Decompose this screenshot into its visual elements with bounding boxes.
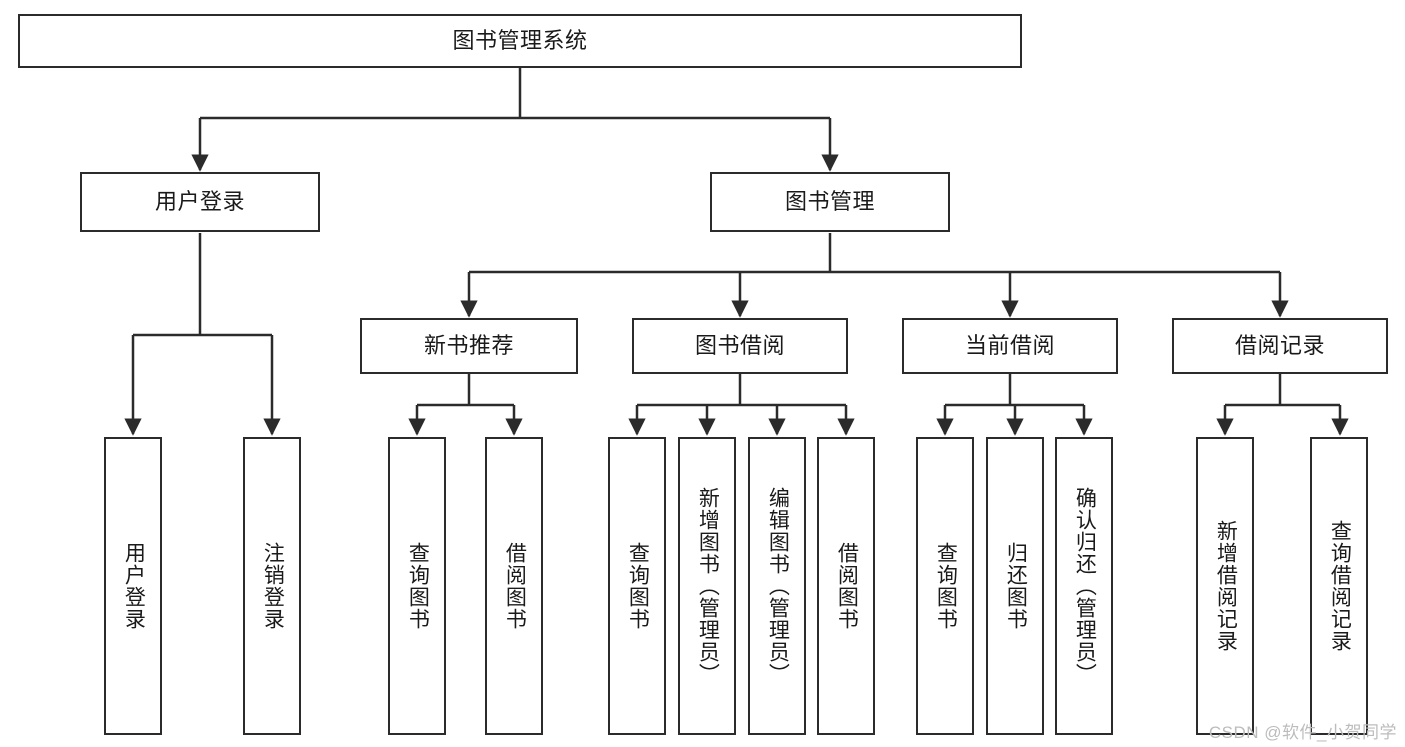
node-new-book-recommend-label: 新书推荐 <box>423 332 514 358</box>
leaf-book-borrow-borrow[interactable]: 借阅图书 <box>817 437 875 735</box>
leaf-label: 查询图书 <box>406 542 430 630</box>
leaf-label: 借阅图书 <box>835 542 859 630</box>
leaf-borrow-record-add[interactable]: 新增借阅记录 <box>1196 437 1254 735</box>
node-book-borrow-label: 图书借阅 <box>694 332 785 358</box>
node-borrow-record-label: 借阅记录 <box>1234 332 1325 358</box>
leaf-label: 编辑图书（管理员） <box>766 487 790 685</box>
leaf-label: 注销登录 <box>261 542 285 630</box>
leaf-label: 用户登录 <box>122 542 146 630</box>
leaf-book-borrow-query[interactable]: 查询图书 <box>608 437 666 735</box>
leaf-label: 确认归还（管理员） <box>1073 487 1097 685</box>
node-user-login[interactable]: 用户登录 <box>80 172 320 232</box>
leaf-borrow-record-query[interactable]: 查询借阅记录 <box>1310 437 1368 735</box>
leaf-current-borrow-confirm[interactable]: 确认归还（管理员） <box>1055 437 1113 735</box>
node-root-label: 图书管理系统 <box>452 27 588 53</box>
leaf-label: 查询借阅记录 <box>1328 520 1352 652</box>
node-book-borrow[interactable]: 图书借阅 <box>632 318 848 374</box>
leaf-label: 新增图书（管理员） <box>696 487 720 685</box>
leaf-user-login-login[interactable]: 用户登录 <box>104 437 162 735</box>
leaf-label: 归还图书 <box>1004 542 1028 630</box>
leaf-current-borrow-return[interactable]: 归还图书 <box>986 437 1044 735</box>
node-new-book-recommend[interactable]: 新书推荐 <box>360 318 578 374</box>
leaf-new-book-query[interactable]: 查询图书 <box>388 437 446 735</box>
leaf-book-borrow-add[interactable]: 新增图书（管理员） <box>678 437 736 735</box>
leaf-user-login-logout[interactable]: 注销登录 <box>243 437 301 735</box>
leaf-label: 借阅图书 <box>503 542 527 630</box>
node-book-manage-label: 图书管理 <box>784 188 875 214</box>
node-borrow-record[interactable]: 借阅记录 <box>1172 318 1388 374</box>
leaf-new-book-borrow[interactable]: 借阅图书 <box>485 437 543 735</box>
node-user-login-label: 用户登录 <box>154 188 245 214</box>
node-root[interactable]: 图书管理系统 <box>18 14 1022 68</box>
leaf-book-borrow-edit[interactable]: 编辑图书（管理员） <box>748 437 806 735</box>
node-book-manage[interactable]: 图书管理 <box>710 172 950 232</box>
watermark: CSDN @软件_小贺同学 <box>1208 723 1397 742</box>
leaf-label: 新增借阅记录 <box>1214 520 1238 652</box>
leaf-label: 查询图书 <box>934 542 958 630</box>
node-current-borrow-label: 当前借阅 <box>964 332 1055 358</box>
leaf-current-borrow-query[interactable]: 查询图书 <box>916 437 974 735</box>
node-current-borrow[interactable]: 当前借阅 <box>902 318 1118 374</box>
leaf-label: 查询图书 <box>626 542 650 630</box>
